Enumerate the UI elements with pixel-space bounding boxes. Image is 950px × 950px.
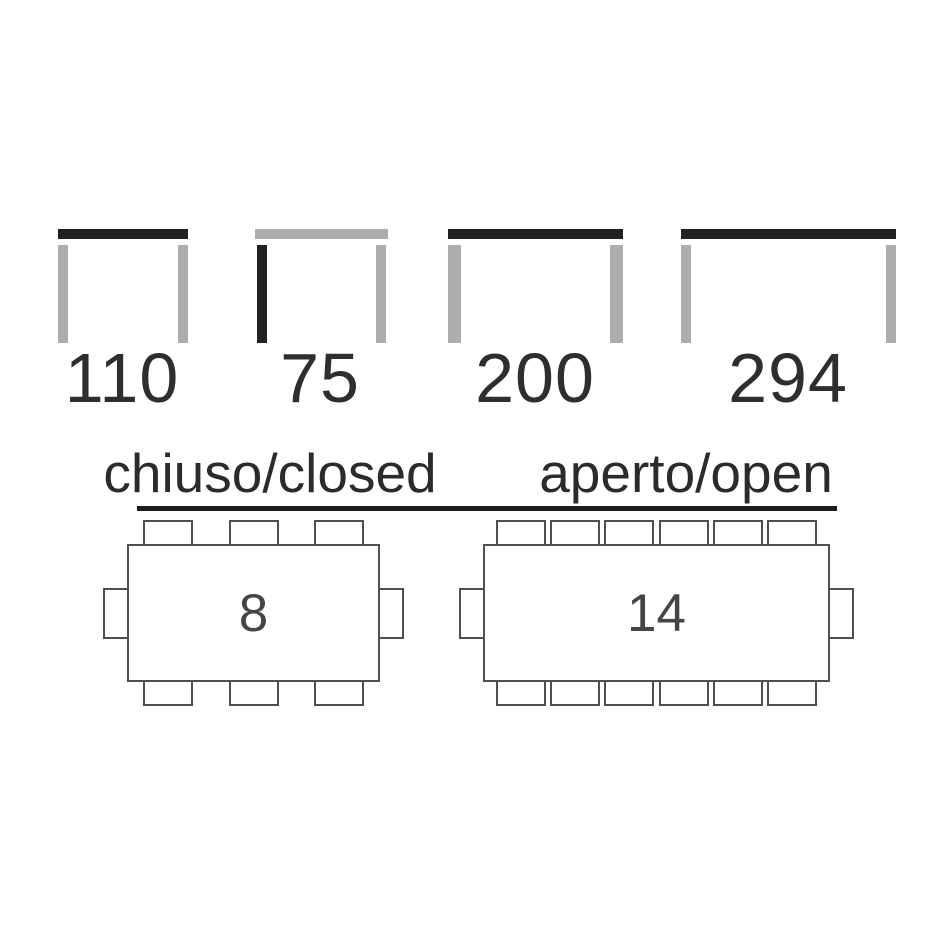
table-leg-right: [610, 245, 623, 343]
table-profile-height-75: [255, 229, 388, 344]
dimension-label: 75: [280, 339, 360, 417]
open-state-label: aperto/open: [539, 442, 833, 504]
chair: [376, 587, 404, 639]
table-profile-length-200: [448, 229, 623, 344]
table-profile-width-110: [58, 229, 188, 344]
seat-count: 14: [627, 583, 686, 643]
tabletop-bar: [448, 229, 623, 239]
chair: [550, 678, 601, 706]
table-profile-length-294: [681, 229, 896, 344]
table-top-view-open: 14: [483, 544, 830, 682]
table-leg-left: [681, 245, 691, 343]
table-leg-left: [257, 245, 267, 343]
table-leg-right: [886, 245, 896, 343]
chair: [767, 520, 817, 548]
divider-line: [137, 506, 837, 511]
dimension-label: 110: [64, 339, 180, 417]
closed-state-label: chiuso/closed: [103, 442, 437, 504]
table-leg-right: [178, 245, 188, 343]
chair: [228, 520, 279, 548]
table-leg-left: [448, 245, 461, 343]
table-leg-left: [58, 245, 68, 343]
table-leg-right: [376, 245, 386, 343]
table-top-view-closed: 8: [127, 544, 380, 682]
chair: [143, 678, 193, 706]
chair: [314, 678, 364, 706]
chair: [550, 520, 601, 548]
tabletop-bar: [255, 229, 388, 239]
chair: [496, 678, 546, 706]
chair: [604, 678, 655, 706]
dimension-label: 294: [728, 339, 848, 417]
chair: [143, 520, 193, 548]
seat-count: 8: [238, 583, 269, 643]
chair: [826, 587, 854, 639]
chair: [712, 678, 763, 706]
tabletop-bar: [681, 229, 896, 239]
dimension-label: 200: [475, 339, 595, 417]
chair: [228, 678, 279, 706]
tabletop-bar: [58, 229, 188, 239]
chair: [658, 678, 709, 706]
chair: [767, 678, 817, 706]
chair: [459, 587, 487, 639]
